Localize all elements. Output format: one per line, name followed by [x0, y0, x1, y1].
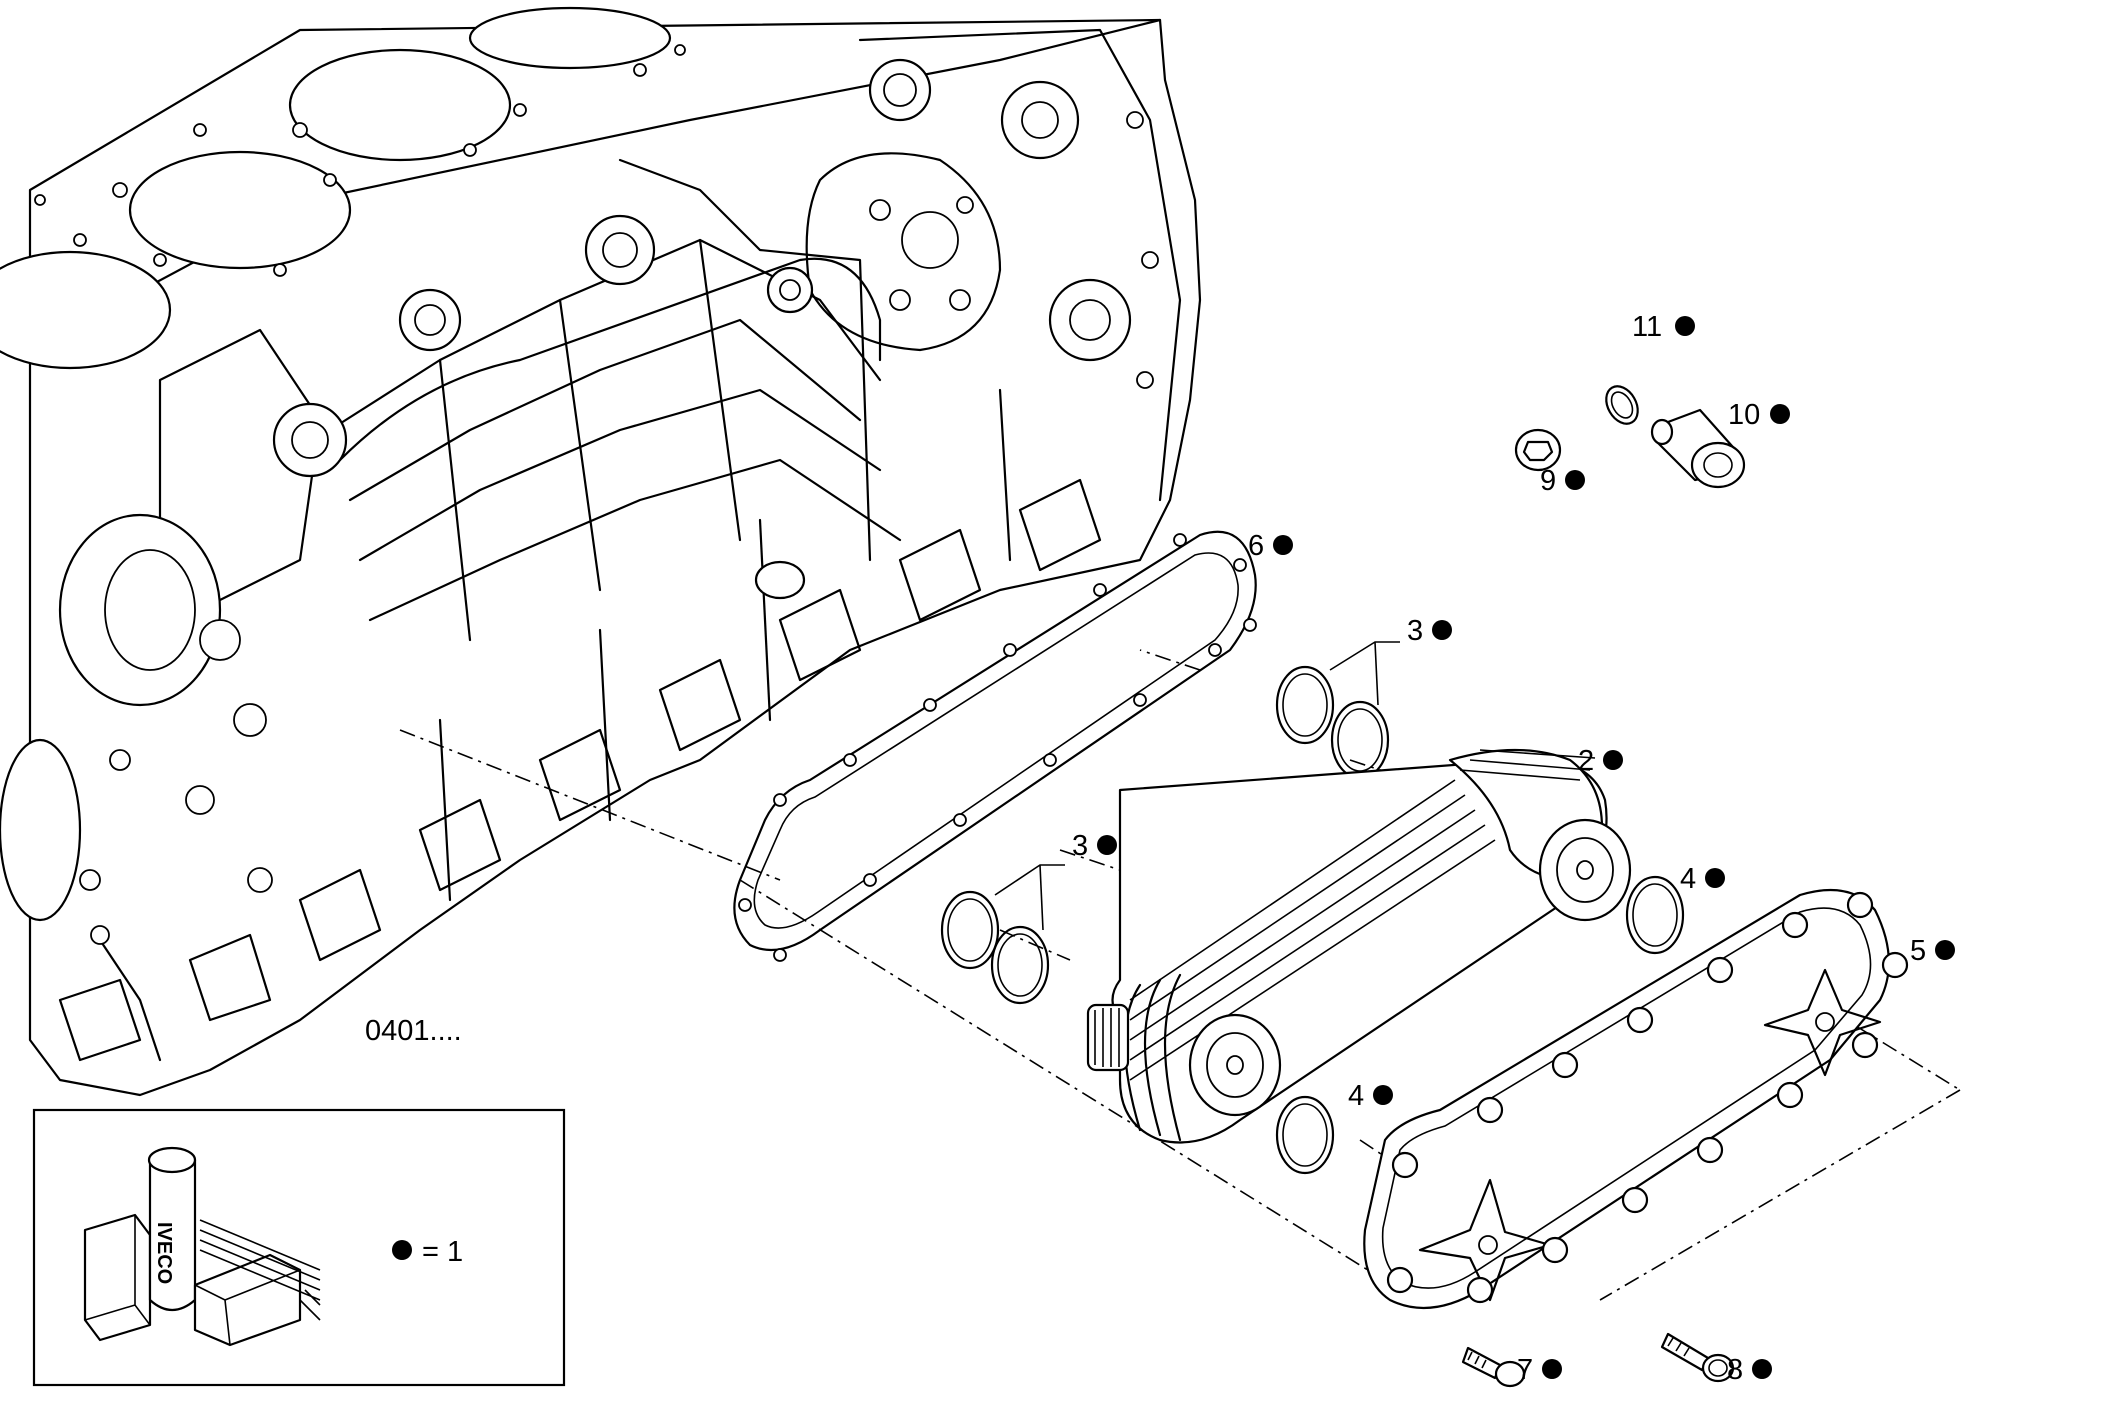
reference-label: 0401....	[365, 1015, 462, 1047]
part-labels: 6 3 2 3 4 5 4 7 8 9 10 11 0401....	[365, 311, 1955, 1386]
part-label-4-right: 4	[1680, 863, 1696, 895]
quantity-dot	[1752, 1359, 1772, 1379]
part-label-4-left: 4	[1348, 1080, 1364, 1112]
quantity-dot	[1432, 620, 1452, 640]
quantity-dot	[1373, 1085, 1393, 1105]
part-label-3-lower: 3	[1072, 830, 1088, 862]
legend-box: IVECO = 1	[32, 1108, 566, 1387]
part-label-7: 7	[1517, 1354, 1533, 1386]
iveco-parts-logo: IVECO	[83, 1146, 321, 1347]
quantity-dot	[1675, 316, 1695, 336]
logo-text-block: IVECO	[153, 1222, 175, 1284]
legend-quantity-dot	[392, 1240, 412, 1260]
quantity-dot	[1770, 404, 1790, 424]
legend-equals-text: = 1	[422, 1236, 463, 1268]
part-label-5: 5	[1910, 935, 1926, 967]
valve	[1650, 408, 1746, 489]
gasket	[733, 530, 1257, 962]
cover-rib-star-right	[1763, 968, 1882, 1077]
quantity-dot	[1097, 835, 1117, 855]
part-label-2: 2	[1578, 745, 1594, 777]
part-label-8: 8	[1727, 1354, 1743, 1386]
cover-rib-star-left	[1418, 1178, 1552, 1302]
port-o-rings	[1275, 875, 1685, 1175]
quantity-dot	[1273, 535, 1293, 555]
quantity-dot	[1542, 1359, 1562, 1379]
seal-ring	[1605, 385, 1639, 425]
quantity-dot	[1603, 750, 1623, 770]
plug	[1514, 428, 1562, 472]
quantity-dot	[1565, 470, 1585, 490]
part-label-11: 11	[1632, 311, 1662, 343]
part-label-3-upper: 3	[1407, 615, 1423, 647]
o-rings-lower	[940, 864, 1065, 1005]
part-label-6: 6	[1248, 530, 1264, 562]
bolt-short	[1461, 1346, 1526, 1388]
quantity-dot	[1705, 868, 1725, 888]
oil-cooler-core	[1086, 748, 1632, 1144]
bolt-long	[1660, 1332, 1735, 1383]
part-label-10: 10	[1728, 399, 1760, 431]
engine-block	[0, 6, 1202, 1097]
quantity-dot	[1935, 940, 1955, 960]
cooler-cover	[1363, 888, 1909, 1310]
o-rings-upper	[1275, 641, 1400, 780]
part-label-9: 9	[1540, 465, 1556, 497]
